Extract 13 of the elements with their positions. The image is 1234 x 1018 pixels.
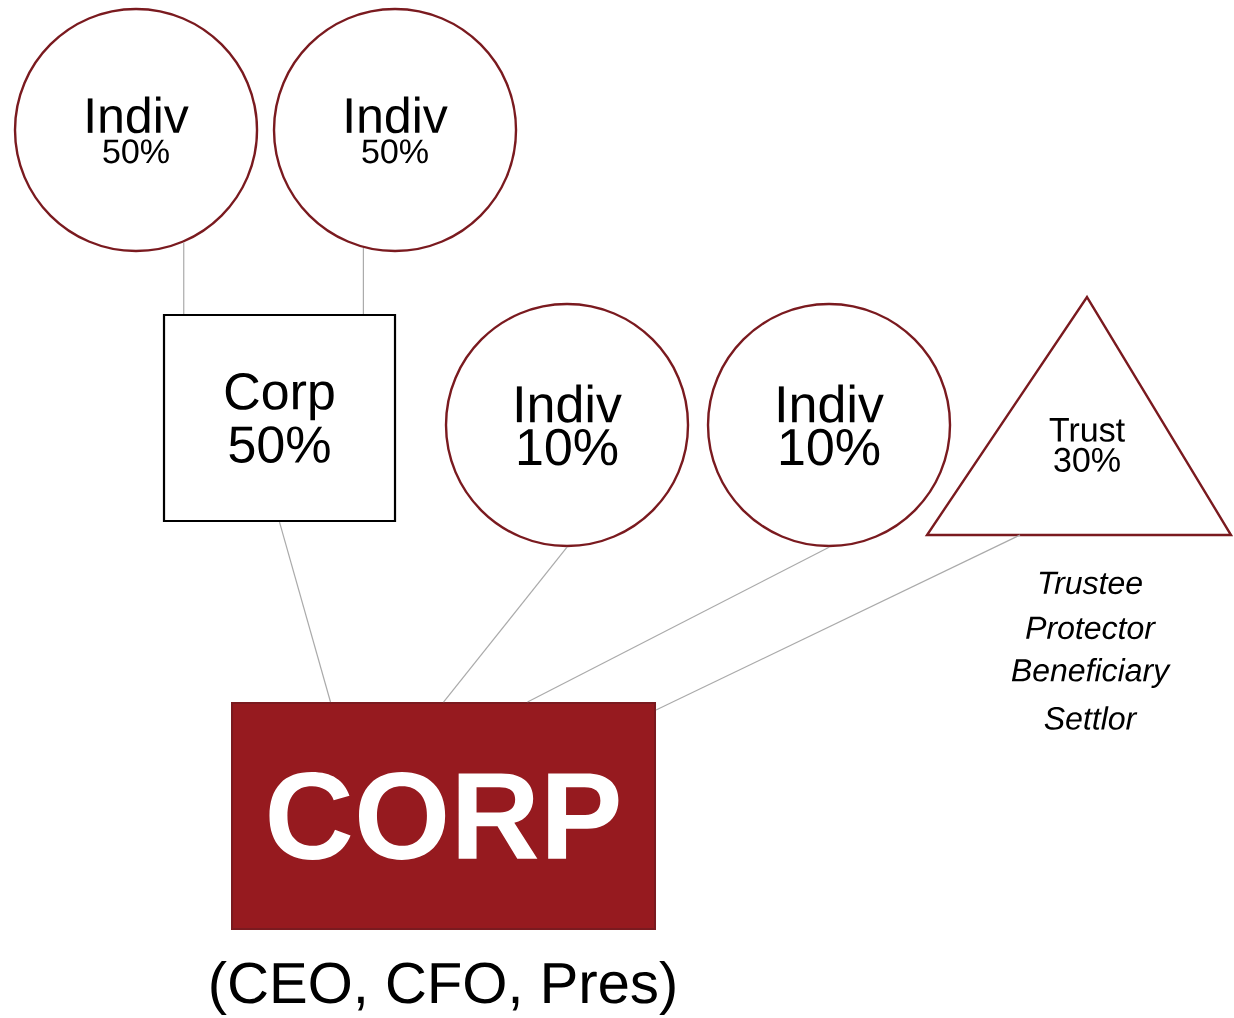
- corp-box: Corp 50%: [162, 313, 397, 523]
- connector-line: [442, 546, 568, 703]
- role-label: Protector: [1026, 616, 1156, 640]
- role-label: Beneficiary: [1011, 658, 1171, 688]
- node-label: (CEO, CFO, Pres): [211, 961, 675, 1016]
- connector-line: [278, 521, 332, 703]
- role-label: Trustee: [1039, 571, 1142, 595]
- corp-box: CORP: [231, 702, 656, 930]
- connector-line: [526, 546, 830, 703]
- role-label: Settlor: [1044, 706, 1138, 730]
- connector-line: [183, 241, 185, 315]
- connector-line: [655, 534, 1021, 711]
- connector-line: [362, 247, 364, 315]
